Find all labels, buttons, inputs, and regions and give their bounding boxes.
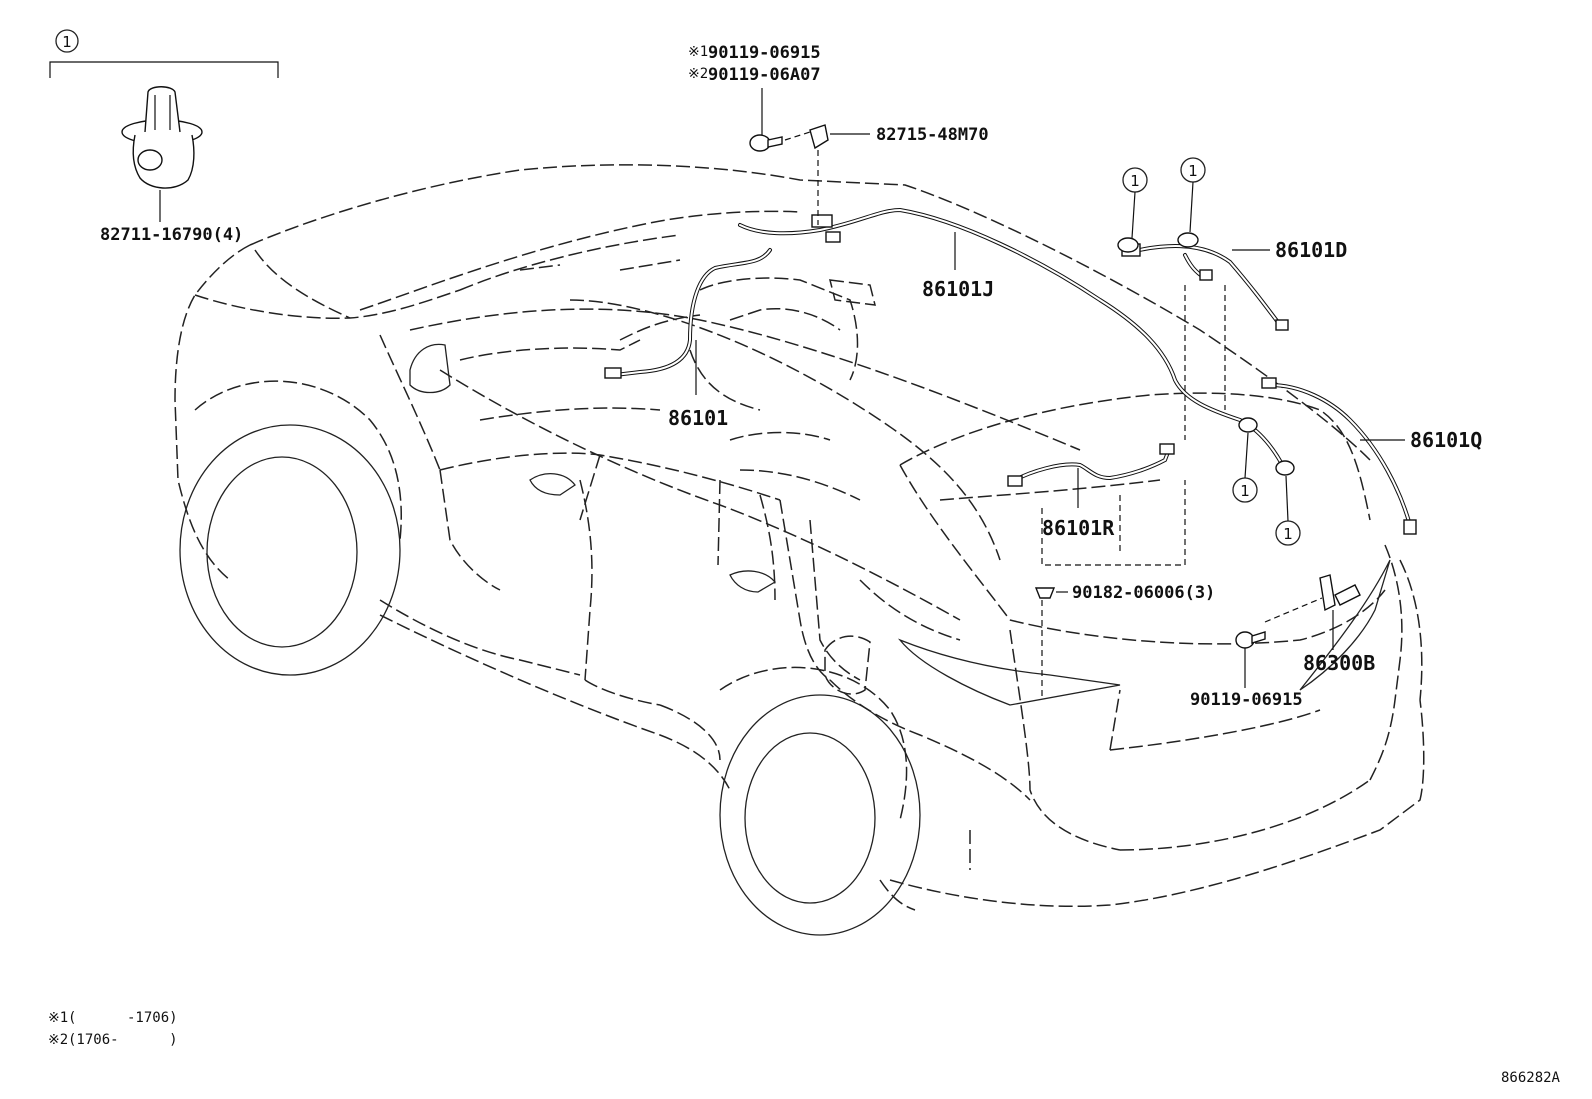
note2-mark: ※2	[48, 1032, 68, 1048]
bolt-icon	[749, 134, 783, 152]
front-wheel	[179, 380, 402, 676]
bolt-lower-icon	[1235, 631, 1266, 649]
bracket-icon	[809, 124, 829, 150]
label-86101R: 86101R	[1042, 516, 1115, 540]
rear-wheel	[719, 666, 921, 936]
label-86101: 86101	[668, 406, 728, 430]
label-86101D: 86101D	[1275, 238, 1347, 262]
callout-number: 1	[62, 33, 72, 51]
bolt-variant-group: ※1 90119-06915 ※2 90119-06A07 82715-48M7…	[688, 43, 989, 225]
note1-mark: ※1	[48, 1010, 68, 1026]
variant1-part: 90119-06915	[708, 43, 821, 63]
nut-icon	[1034, 587, 1056, 599]
label-86300B: 86300B	[1303, 651, 1375, 675]
svg-text:1: 1	[1283, 525, 1293, 543]
label-90182-06006: 90182-06006(3)	[1072, 583, 1215, 603]
svg-text:1: 1	[1188, 162, 1198, 180]
callouts: 1 1 1 1	[1122, 157, 1301, 546]
note1-text: ( -1706)	[68, 1010, 178, 1026]
wire-86101	[604, 248, 772, 379]
wire-86101J	[738, 207, 1287, 472]
note2-text: (1706- )	[68, 1032, 178, 1048]
car-body-outline	[174, 164, 1425, 911]
variant2-mark: ※2	[688, 66, 708, 82]
variant2-part: 90119-06A07	[708, 65, 821, 85]
label-82711-16790: 82711-16790(4)	[100, 225, 243, 245]
diagram-code: 866282A	[1501, 1070, 1561, 1086]
clip-group: 1 82711-16790(4)	[49, 29, 279, 245]
svg-text:1: 1	[1240, 482, 1250, 500]
label-90119-06915: 90119-06915	[1190, 690, 1303, 710]
variant1-mark: ※1	[688, 44, 708, 60]
antenna-amp-icon	[1319, 574, 1361, 612]
harness-routes	[409, 299, 1081, 621]
callout-circle	[55, 29, 79, 53]
label-82715-48M70: 82715-48M70	[876, 125, 989, 145]
svg-text:1: 1	[1130, 172, 1140, 190]
wire-86101D	[1121, 243, 1289, 331]
label-86101Q: 86101Q	[1410, 428, 1482, 452]
part-labels: 86101J 86101D 86101 86101Q 86101R 90182-…	[668, 232, 1482, 710]
label-86101J: 86101J	[922, 277, 994, 301]
harness-clips	[1117, 232, 1295, 476]
wire-86101R	[1007, 443, 1175, 487]
clip-icon	[121, 86, 203, 189]
wire-86101Q	[1261, 377, 1417, 535]
interior-outline	[409, 259, 876, 695]
footnotes: ※1 ( -1706) ※2 (1706- )	[48, 1010, 178, 1048]
